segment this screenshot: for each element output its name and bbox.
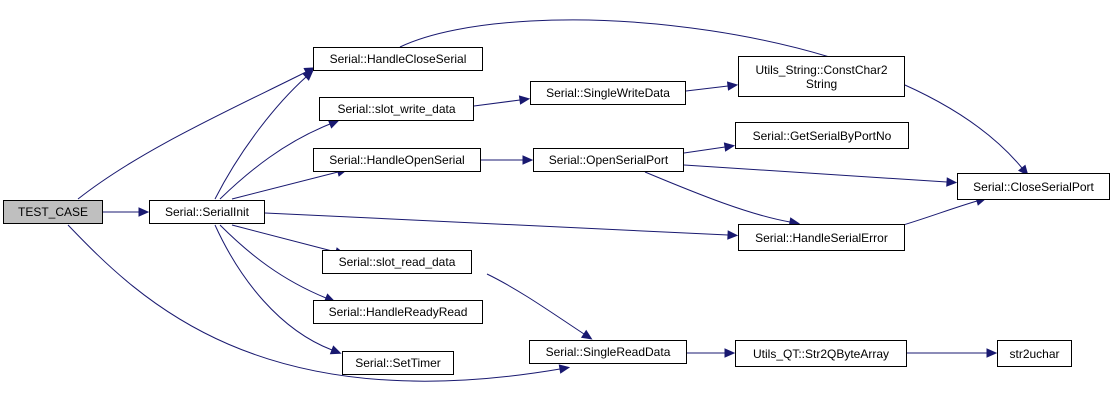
arrowhead <box>302 70 314 81</box>
arrowhead <box>726 81 739 91</box>
edge-open-serial-port-to-handle-serial-error <box>644 171 791 223</box>
arrowhead <box>727 230 739 240</box>
node-label: Utils_QT::Str2QByteArray <box>752 346 890 361</box>
edge-single-write-data-to-const-char2string <box>685 85 729 92</box>
edge-slot-write-data-to-single-write-data <box>473 99 521 107</box>
node-str2qbytearray[interactable]: Utils_QT::Str2QByteArray <box>735 340 907 367</box>
node-slot-write-data[interactable]: Serial::slot_write_data <box>319 97 474 121</box>
node-label: TEST_CASE <box>17 205 89 219</box>
node-set-timer[interactable]: Serial::SetTimer <box>342 351 454 375</box>
arrowhead <box>986 348 998 358</box>
node-handle-open-serial[interactable]: Serial::HandleOpenSerial <box>313 148 481 172</box>
node-label: Serial::GetSerialByPortNo <box>752 128 892 143</box>
edge-handle-serial-error-to-close-serial-port <box>899 200 978 227</box>
edge-layer <box>67 19 1029 382</box>
arrowhead <box>1018 164 1029 176</box>
node-label: Serial::HandleReadyRead <box>328 305 468 319</box>
node-close-serial-port[interactable]: Serial::CloseSerialPort <box>957 173 1110 200</box>
node-label: Serial::HandleSerialError <box>755 230 888 245</box>
node-label: Serial::slot_read_data <box>338 255 456 269</box>
arrowhead <box>329 345 342 355</box>
node-handle-serial-error[interactable]: Serial::HandleSerialError <box>738 224 905 251</box>
node-serial-init[interactable]: Serial::SerialInit <box>149 200 265 224</box>
node-str2uchar[interactable]: str2uchar <box>997 340 1072 367</box>
arrowhead <box>946 177 958 187</box>
node-label: Serial::SetTimer <box>355 356 441 370</box>
node-test-case: TEST_CASE <box>3 200 103 224</box>
node-label: Serial::slot_write_data <box>337 102 456 116</box>
edge-open-serial-port-to-close-serial-port <box>683 164 948 183</box>
node-const-char2string[interactable]: Utils_String::ConstChar2 String <box>738 56 905 97</box>
arrowhead <box>138 207 150 217</box>
edge-slot-read-data-to-single-read-data <box>486 273 585 335</box>
arrowhead <box>518 95 531 105</box>
edge-test-case-to-handle-close-serial <box>77 71 307 200</box>
arrowhead <box>723 142 736 152</box>
edge-test-case-to-single-read-data <box>67 224 561 382</box>
node-single-read-data[interactable]: Serial::SingleReadData <box>529 340 687 364</box>
node-handle-close-serial[interactable]: Serial::HandleCloseSerial <box>313 47 483 71</box>
edge-open-serial-port-to-get-serial-by-port-no <box>683 146 726 154</box>
edge-serial-init-to-handle-close-serial <box>214 76 307 200</box>
edge-serial-init-to-slot-write-data <box>219 123 331 200</box>
node-label: str2uchar <box>1009 346 1060 361</box>
node-open-serial-port[interactable]: Serial::OpenSerialPort <box>533 148 684 172</box>
arrowhead <box>558 364 571 374</box>
edge-serial-init-to-handle-open-serial <box>231 171 339 200</box>
node-handle-ready-read[interactable]: Serial::HandleReadyRead <box>313 300 483 324</box>
node-slot-read-data[interactable]: Serial::slot_read_data <box>322 250 472 274</box>
node-label: Utils_String::ConstChar2 String <box>755 62 888 91</box>
node-label: Serial::OpenSerialPort <box>548 153 669 167</box>
edge-serial-init-to-handle-ready-read <box>219 224 327 299</box>
node-label: Serial::SerialInit <box>164 205 250 219</box>
edge-handle-close-serial-to-close-serial-port <box>399 19 1023 169</box>
edge-serial-init-to-handle-serial-error <box>264 212 729 236</box>
node-label: Serial::HandleCloseSerial <box>329 52 467 66</box>
edge-serial-init-to-set-timer <box>214 224 333 351</box>
arrowhead <box>327 119 340 129</box>
node-label: Serial::CloseSerialPort <box>973 179 1094 194</box>
arrowhead <box>580 329 593 340</box>
arrowhead <box>724 348 736 358</box>
node-label: Serial::SingleReadData <box>545 345 671 359</box>
arrowhead <box>522 155 534 165</box>
node-get-serial-by-port-no[interactable]: Serial::GetSerialByPortNo <box>735 122 909 149</box>
node-single-write-data[interactable]: Serial::SingleWriteData <box>530 81 686 105</box>
node-label: Serial::SingleWriteData <box>546 86 670 100</box>
edge-serial-init-to-slot-read-data <box>231 224 337 253</box>
node-label: Serial::HandleOpenSerial <box>329 153 465 167</box>
